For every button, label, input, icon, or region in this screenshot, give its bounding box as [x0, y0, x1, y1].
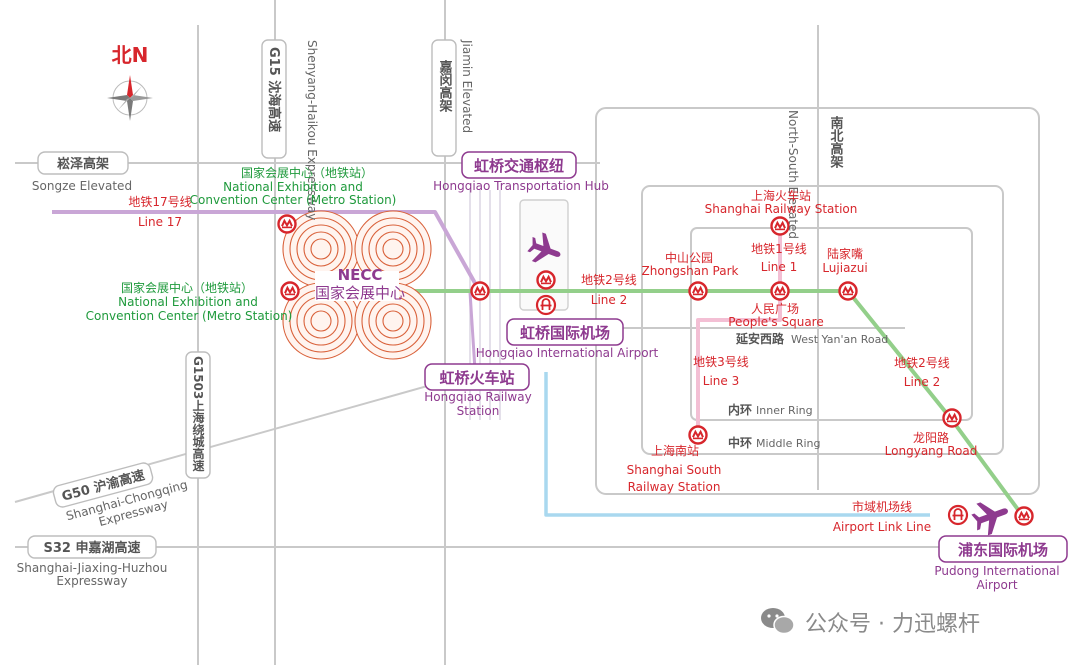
- shanghai-south-en-1: Shanghai South: [627, 463, 722, 477]
- line1-en: Line 1: [761, 260, 797, 274]
- metro-icon-pudong: [1014, 506, 1034, 526]
- middle-ring-en: Middle Ring: [756, 437, 821, 450]
- yanan-name-cn: 延安西路: [735, 331, 785, 346]
- pudong-airport-en-2: Airport: [976, 578, 1017, 592]
- metro-icon-peoples-square: [770, 281, 790, 301]
- airport-link-track: [544, 372, 930, 517]
- inner-ring-cn: 内环: [728, 402, 752, 417]
- hongqiao-hub-en: Hongqiao Transportation Hub: [433, 179, 609, 193]
- metro-icon-longyang: [942, 408, 962, 428]
- shanghai-railway-cn: 上海火车站: [751, 188, 811, 203]
- hongqiao-rail-cn: 虹桥火车站: [439, 369, 514, 387]
- plane-icon-pudong: [968, 494, 1014, 539]
- necc-top-en-2: Convention Center (Metro Station): [190, 193, 397, 207]
- metro-icon-necc-top: [277, 214, 297, 234]
- necc-left-en-1: National Exhibition and: [118, 295, 258, 309]
- line2-east-en: Line 2: [904, 375, 940, 389]
- lujiazui-en: Lujiazui: [822, 261, 867, 275]
- line-2-track: [282, 289, 1024, 517]
- shanghai-south-cn: 上海南站: [651, 443, 699, 458]
- hongqiao-airport-cn: 虹桥国际机场: [520, 324, 610, 342]
- peoples-square-cn: 人民广场: [751, 302, 799, 316]
- s32-name-en-2: Expressway: [56, 574, 127, 588]
- necc-top-cn: 国家会展中心（地铁站）: [241, 165, 373, 180]
- s32-name-en-1: Shanghai-Jiaxing-Huzhou: [17, 561, 168, 575]
- inner-ring: [690, 227, 973, 421]
- songze-name-cn: 崧泽高架: [57, 156, 109, 172]
- necc-top-en-1: National Exhibition and: [223, 180, 363, 194]
- metro-icon-hongqiao-rail: [470, 281, 490, 301]
- line17-en: Line 17: [138, 215, 182, 229]
- airport-link-en: Airport Link Line: [833, 520, 931, 534]
- longyang-cn: 龙阳路: [913, 430, 949, 445]
- longyang-en: Longyang Road: [885, 444, 978, 458]
- inner-ring-en: Inner Ring: [756, 404, 813, 417]
- necc-venue: [282, 210, 432, 360]
- north-south-name-cn: 南北高架: [828, 115, 845, 169]
- line1-cn: 地铁1号线: [751, 242, 807, 256]
- hongqiao-hub-cn: 虹桥交通枢纽: [474, 157, 564, 175]
- hongqiao-airport-en: Hongqiao International Airport: [476, 346, 659, 360]
- zhongshan-park-en: Zhongshan Park: [642, 264, 739, 278]
- metro-icon-zhongshan-park: [688, 281, 708, 301]
- s32-code: S32 申嘉湖高速: [44, 540, 141, 556]
- line-3-track: [696, 234, 782, 440]
- necc-cn-label: 国家会展中心: [315, 284, 405, 302]
- songze-name-en: Songze Elevated: [32, 179, 132, 193]
- shanghai-south-en-2: Railway Station: [628, 480, 721, 494]
- s32-badge: [27, 535, 157, 559]
- g1503-label: G1503上海绕城高速: [191, 356, 205, 472]
- peoples-square-en: People's Square: [728, 315, 823, 329]
- line17-cn: 地铁17号线: [128, 195, 191, 209]
- hongqiao-airport-badge: [506, 318, 624, 346]
- rail-icon-pudong: [947, 504, 969, 526]
- watermark-text: 公众号 · 力迅螺杆: [805, 612, 980, 637]
- jiamin-name-en: Jiamin Elevated: [460, 39, 474, 133]
- g50-badge: [52, 462, 154, 508]
- line3-en: Line 3: [703, 374, 739, 388]
- hongqiao-rail-en-2: Station: [457, 404, 500, 418]
- jiamin-name-cn: 嘉闵高架: [437, 59, 454, 113]
- wechat-icon: [761, 608, 795, 635]
- g15-code: G15 沈海高速: [266, 47, 282, 132]
- line3-cn: 地铁3号线: [693, 355, 749, 369]
- g15-name-en: Shenyang-Haikou Expressway: [305, 40, 319, 220]
- necc-short-label: NECC: [338, 266, 383, 284]
- middle-ring: [641, 185, 1004, 455]
- songze-badge: [37, 151, 129, 175]
- metro-icon-shanghai-south: [688, 425, 708, 445]
- line2-west-cn: 地铁2号线: [581, 273, 637, 287]
- hongqiao-rail-en-1: Hongqiao Railway: [424, 390, 531, 404]
- g1503-badge: [185, 351, 211, 479]
- outer-ring: [595, 107, 1040, 495]
- necc-left-en-2: Convention Center (Metro Station): [86, 309, 293, 323]
- hongqiao-hub-badge: [461, 151, 577, 179]
- shanghai-railway-en: Shanghai Railway Station: [705, 202, 858, 216]
- lujiazui-cn: 陆家嘴: [827, 246, 863, 261]
- pudong-airport-cn: 浦东国际机场: [958, 541, 1048, 559]
- line-17-track: [52, 210, 482, 293]
- pudong-airport-en-1: Pudong International: [934, 564, 1059, 578]
- hongqiao-rail-badge: [424, 363, 530, 391]
- rail-icon-hongqiao-airport: [535, 294, 557, 316]
- metro-lines: [52, 210, 1024, 517]
- jiamin-badge: [431, 39, 457, 157]
- metro-icon-necc-left: [280, 281, 300, 301]
- compass-rose-icon: [107, 75, 153, 121]
- zhongshan-park-cn: 中山公园: [665, 250, 713, 265]
- metro-icon-hongqiao-airport: [536, 270, 556, 290]
- middle-ring-cn: 中环: [728, 435, 752, 450]
- north-south-name-en: North-South Elevated: [786, 110, 800, 239]
- yanan-name-en: West Yan'an Road: [791, 333, 888, 346]
- compass-label: 北N: [112, 43, 149, 67]
- line2-west-en: Line 2: [591, 293, 627, 307]
- line2-east-cn: 地铁2号线: [894, 356, 950, 370]
- hongqiao-link-track: [468, 291, 477, 371]
- necc-left-cn: 国家会展中心（地铁站）: [121, 280, 253, 295]
- g15-badge: [261, 39, 287, 159]
- metro-icon-lujiazui: [838, 281, 858, 301]
- pudong-airport-badge: [938, 535, 1068, 563]
- airport-link-cn: 市域机场线: [852, 499, 912, 514]
